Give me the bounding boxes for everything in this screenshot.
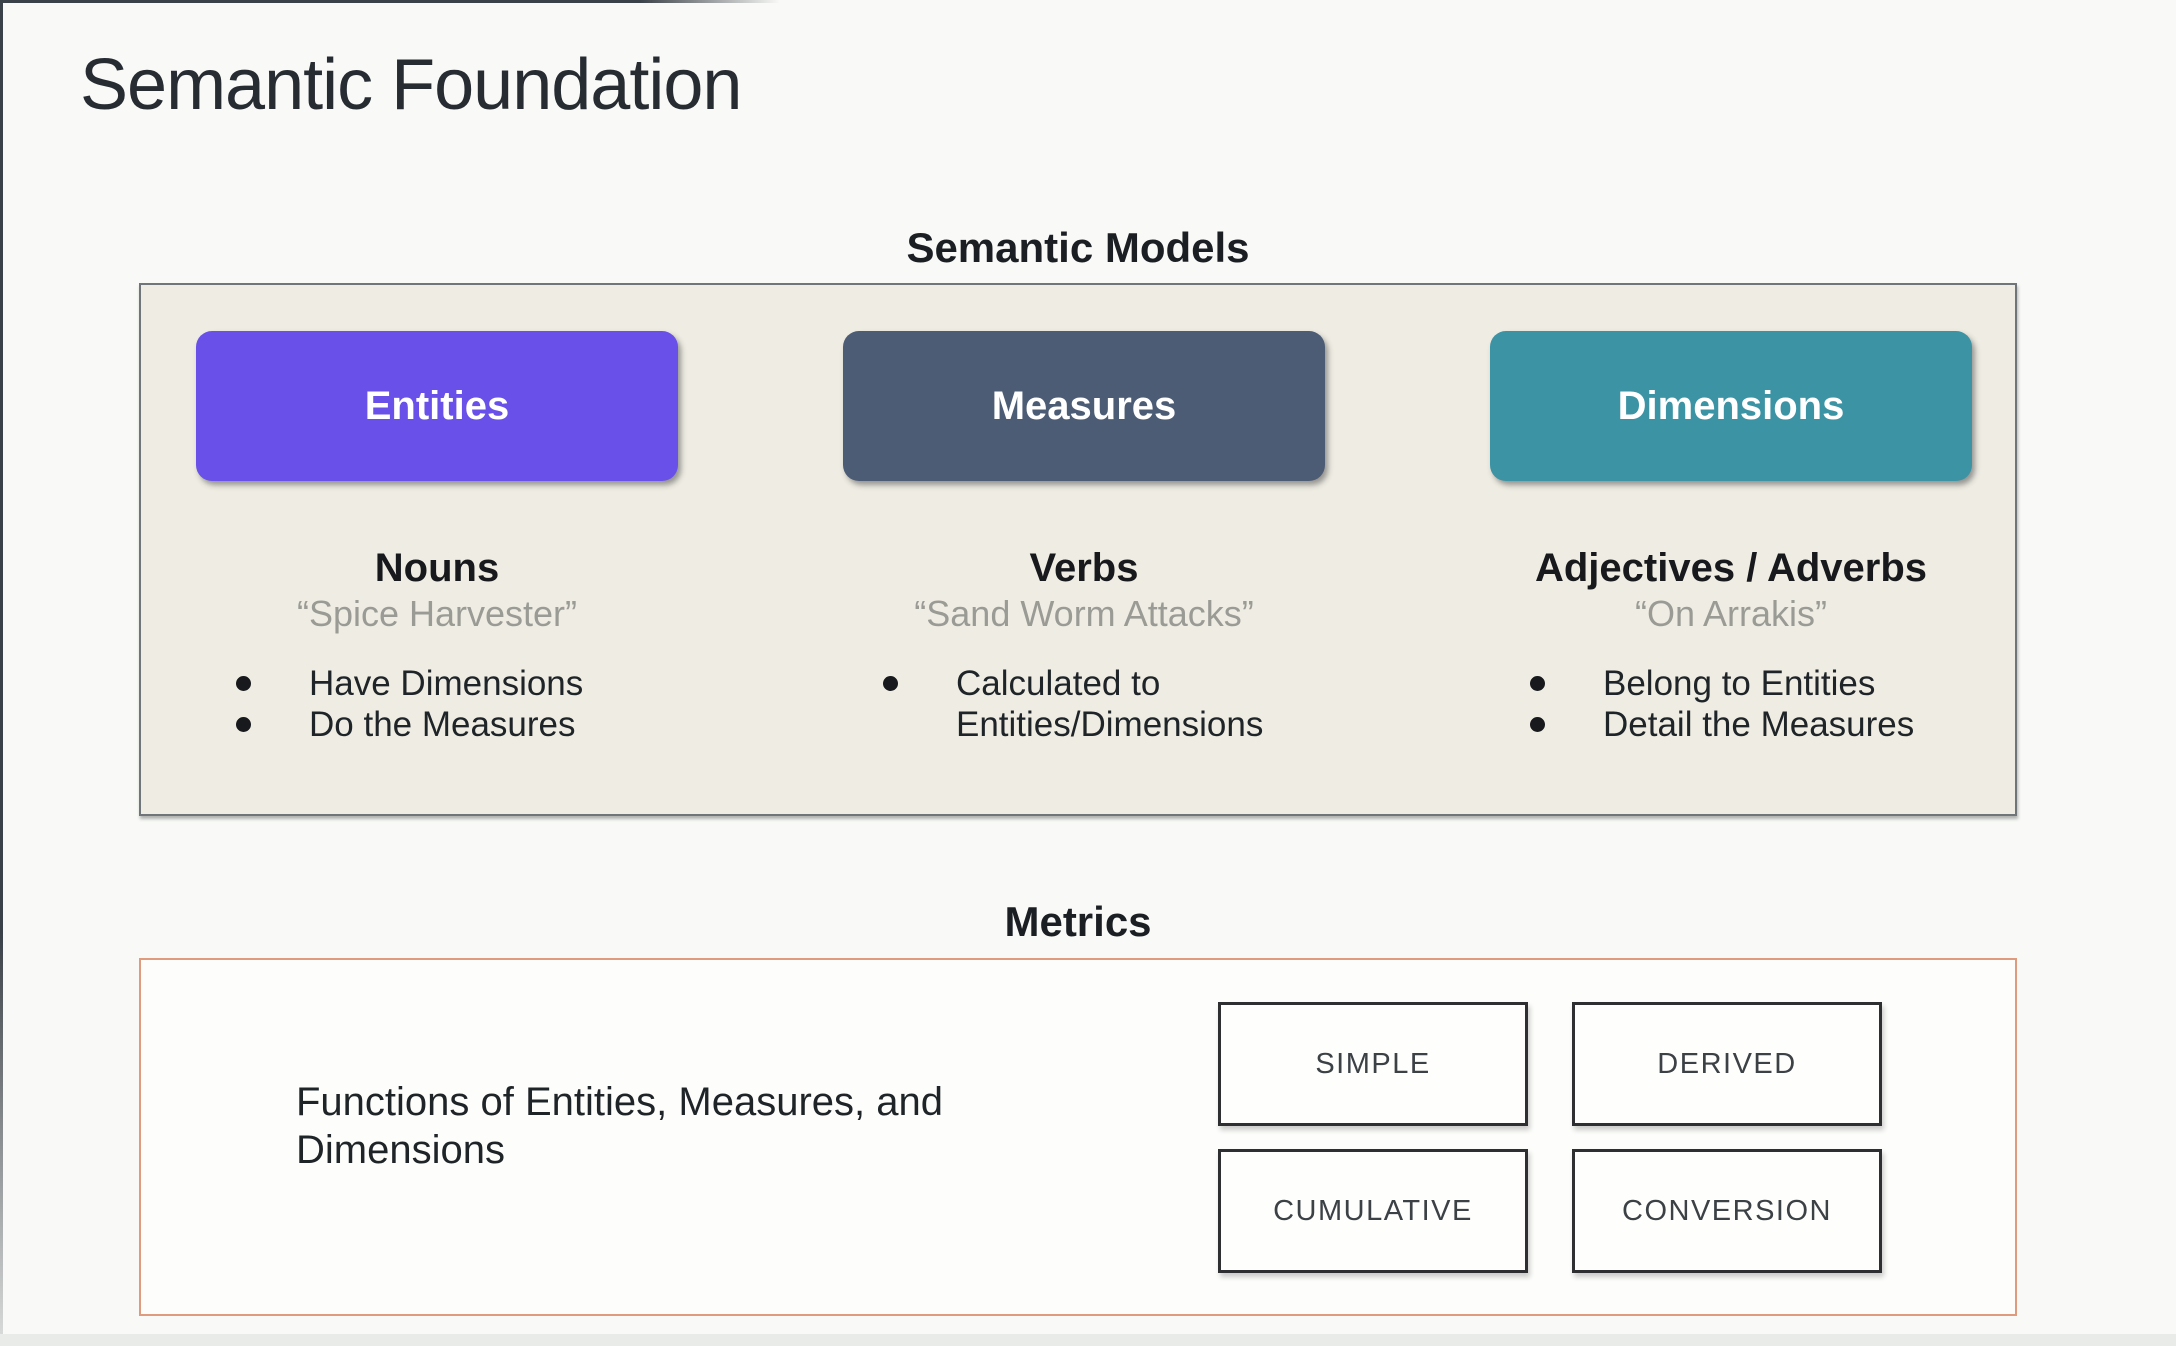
bullet-text: Belong to Entities bbox=[1603, 664, 1876, 703]
bullet-dot bbox=[1530, 717, 1545, 732]
metrics-description: Functions of Entities, Measures, and Dim… bbox=[296, 1080, 943, 1172]
bullet-text: Detail the Measures bbox=[1603, 705, 1915, 744]
semantic-models-heading: Semantic Models bbox=[906, 224, 1250, 271]
entities-column: Entities Nouns “Spice Harvester” Have Di… bbox=[196, 285, 678, 814]
bottom-edge-strip bbox=[0, 1334, 2176, 1346]
bullet-dot bbox=[883, 676, 898, 691]
bullet-dot bbox=[236, 717, 251, 732]
dimensions-box: Dimensions bbox=[1490, 331, 1972, 481]
metric-type-simple: SIMPLE bbox=[1218, 1002, 1528, 1126]
metric-type-cumulative: CUMULATIVE bbox=[1218, 1149, 1528, 1273]
list-item: Detail the Measures bbox=[1530, 704, 1972, 745]
bullet-text: Calculated to Entities/Dimensions bbox=[956, 664, 1264, 744]
measures-heading: Verbs bbox=[1029, 546, 1139, 590]
metrics-panel: Functions of Entities, Measures, and Dim… bbox=[139, 958, 2017, 1316]
dimensions-column: Dimensions Adjectives / Adverbs “On Arra… bbox=[1490, 285, 1972, 814]
entities-heading: Nouns bbox=[374, 546, 500, 590]
list-item: Calculated to Entities/Dimensions bbox=[883, 663, 1325, 745]
metric-type-derived: DERIVED bbox=[1572, 1002, 1882, 1126]
bullet-text: Have Dimensions bbox=[309, 664, 584, 703]
dimensions-quote: “On Arrakis” bbox=[1634, 593, 1828, 634]
bullet-dot bbox=[236, 676, 251, 691]
entities-box: Entities bbox=[196, 331, 678, 481]
semantic-models-panel: Entities Nouns “Spice Harvester” Have Di… bbox=[139, 283, 2017, 816]
bullet-dot bbox=[1530, 676, 1545, 691]
metrics-heading: Metrics bbox=[1004, 898, 1152, 945]
list-item: Belong to Entities bbox=[1530, 663, 1972, 704]
metric-types-grid: SIMPLE DERIVED CUMULATIVE CONVERSION bbox=[1218, 1002, 1882, 1273]
dimensions-bullet-list: Belong to Entities Detail the Measures bbox=[1530, 663, 1972, 745]
list-item: Have Dimensions bbox=[236, 663, 678, 704]
window-frame-left-edge bbox=[0, 0, 3, 1334]
entities-quote: “Spice Harvester” bbox=[296, 593, 578, 634]
window-frame-top-edge bbox=[0, 0, 780, 3]
measures-box: Measures bbox=[843, 331, 1325, 481]
measures-bullet-list: Calculated to Entities/Dimensions bbox=[883, 663, 1325, 745]
measures-column: Measures Verbs “Sand Worm Attacks” Calcu… bbox=[843, 285, 1325, 814]
measures-quote: “Sand Worm Attacks” bbox=[914, 593, 1254, 634]
bullet-text: Do the Measures bbox=[309, 705, 576, 744]
slide-title: Semantic Foundation bbox=[80, 45, 742, 125]
list-item: Do the Measures bbox=[236, 704, 678, 745]
dimensions-heading: Adjectives / Adverbs bbox=[1534, 546, 1927, 590]
metric-type-conversion: CONVERSION bbox=[1572, 1149, 1882, 1273]
entities-bullet-list: Have Dimensions Do the Measures bbox=[236, 663, 678, 745]
